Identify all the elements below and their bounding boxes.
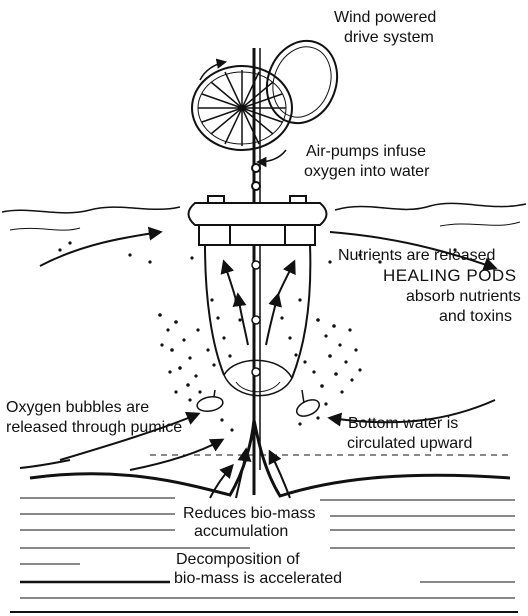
label-reduces-line1: Reduces bio-mass <box>183 504 316 523</box>
label-wind-line2: drive system <box>344 28 434 47</box>
label-nutrients: Nutrients are released <box>338 246 495 265</box>
label-healing-pods: HEALING PODS <box>383 266 517 285</box>
label-decomp-line1: Decomposition of <box>176 550 300 569</box>
label-oxygen-line2: released through pumice <box>6 418 182 437</box>
label-bottom-line1: Bottom water is <box>348 414 458 433</box>
float-platform <box>189 196 327 245</box>
label-reduces-line2: accumulation <box>194 522 288 541</box>
label-oxygen-line1: Oxygen bubbles are <box>6 398 149 417</box>
label-wind-line1: Wind powered <box>334 8 436 27</box>
label-bottom-line2: circulated upward <box>347 434 472 453</box>
label-air-line2: oxygen into water <box>304 162 429 181</box>
inner-flow-arrows <box>224 262 294 345</box>
pod-column <box>205 245 310 410</box>
label-air-line1: Air-pumps infuse <box>306 142 426 161</box>
label-absorb-line1: absorb nutrients <box>406 287 521 306</box>
label-absorb-line2: and toxins <box>439 307 512 326</box>
label-decomp-line2: bio-mass is accelerated <box>174 569 342 588</box>
